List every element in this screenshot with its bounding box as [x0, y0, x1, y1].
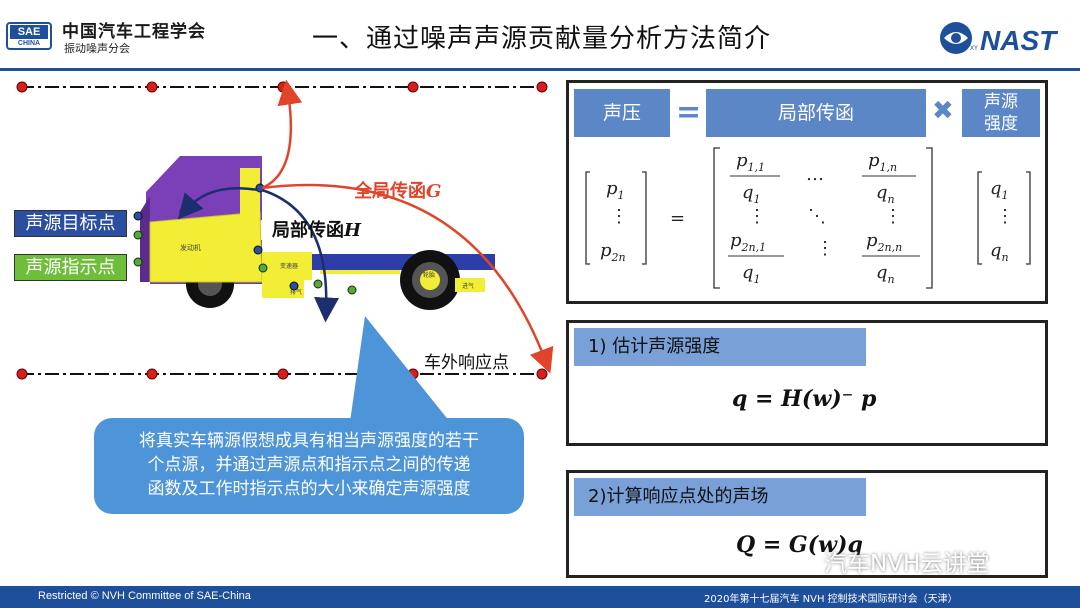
mic-point — [407, 81, 419, 93]
page-title: 一、通过噪声声源贡献量分析方法简介 — [312, 24, 772, 54]
target-point — [253, 245, 263, 255]
step2-formula: Q = G(w)q — [736, 532, 863, 558]
target-point-label: 声源目标点 — [14, 210, 127, 237]
indicator-point — [313, 279, 323, 289]
local-transfer-arrow-2 — [261, 188, 339, 323]
vector-q-top: q1 — [990, 178, 1009, 202]
truck-illustration: 轮胎 发动机 变速器 排气 进气 — [140, 156, 495, 310]
transmission — [262, 252, 312, 280]
org-name: 中国汽车工程学会 — [62, 22, 206, 42]
footer-copyright: Restricted © NVH Committee of SAE-China — [38, 590, 251, 602]
logo-bottom-text: CHINA — [17, 40, 41, 47]
vector-p-top: p1 — [606, 178, 625, 202]
source-strength-label: 声源 强度 — [962, 89, 1040, 137]
vector-p-bottom: p2n — [600, 240, 626, 264]
watermark: 汽车NVH云讲堂 — [824, 551, 990, 577]
intake — [455, 278, 485, 292]
indicator-point — [258, 263, 268, 273]
matrix-entry: p2n,1 q1 — [728, 230, 784, 286]
svg-text:p1,n: p1,n — [868, 150, 897, 174]
matrix-vdots-right: ⋮ — [884, 206, 902, 227]
nast-logo-text: NAST — [980, 25, 1059, 56]
matrix-entry: p1,1 q1 — [730, 150, 780, 206]
intake-label: 进气 — [462, 282, 474, 290]
target-point — [289, 281, 299, 291]
callout-pointer — [350, 316, 450, 422]
nast-logo: XY NAST — [940, 22, 1059, 56]
mic-point — [146, 81, 158, 93]
mic-point — [536, 81, 548, 93]
mic-point — [16, 368, 28, 380]
local-transfer-label: 局部传函H — [272, 220, 362, 241]
matrix-equals: = — [670, 208, 685, 229]
target-point — [133, 211, 143, 221]
step1-label: 1) 估计声源强度 — [574, 328, 866, 366]
logo-top-text: SAE — [10, 25, 48, 39]
mic-point — [277, 368, 289, 380]
local-transfer-arrow-1 — [177, 186, 259, 220]
svg-text:p2n,1: p2n,1 — [730, 230, 766, 254]
vehicle-diagram: 轮胎 发动机 变速器 排气 进气 — [16, 79, 554, 422]
exterior-response-label: 车外响应点 — [424, 353, 509, 373]
sae-china-logo: SAE CHINA — [6, 22, 52, 50]
vector-q-bottom: qn — [990, 240, 1009, 264]
global-transfer-arrow-down — [261, 183, 554, 374]
matrix-hdots: … — [806, 164, 824, 185]
vector-p-dots: ⋮ — [610, 206, 628, 227]
svg-text:p1,1: p1,1 — [736, 150, 765, 174]
footer-bar — [0, 586, 1080, 608]
callout-line: 函数及工作时指示点的大小来确定声源强度 — [147, 479, 471, 499]
svg-text:p2n,n: p2n,n — [866, 230, 902, 254]
global-transfer-label: 全局传函G — [354, 181, 442, 202]
global-transfer-arrow-up — [261, 79, 303, 190]
mic-point — [16, 81, 28, 93]
pressure-label: 声压 — [574, 89, 670, 137]
local-transfer-box: 局部传函 — [706, 89, 926, 137]
svg-text:qn: qn — [876, 262, 895, 286]
svg-text:q1: q1 — [742, 182, 761, 206]
matrix-equation: p1 ⋮ p2n = p1,1 q1 … p1,n qn ⋮ ⋱ ⋮ p2n,1… — [585, 147, 1031, 289]
indicator-point — [347, 285, 357, 295]
engine-block — [149, 211, 263, 283]
header-divider — [0, 68, 1080, 71]
vector-q-dots: ⋮ — [996, 206, 1014, 227]
callout-box: 将真实车辆源假想成具有相当声源强度的若干 个点源，并通过声源点和指示点之间的传递… — [94, 418, 524, 514]
mic-point — [536, 368, 548, 380]
matrix-entry: p2n,n qn — [862, 230, 920, 286]
matrix-vdots-bottom: ⋮ — [816, 238, 834, 259]
exhaust-label: 排气 — [290, 288, 302, 296]
matrix-vdots-left: ⋮ — [748, 206, 766, 227]
multiply-icon: ✖ — [932, 96, 954, 126]
mic-point — [146, 368, 158, 380]
mic-point — [277, 81, 289, 93]
nast-logo-mark-text: XY — [970, 45, 978, 52]
equals-icon: = — [676, 95, 702, 130]
engine-label: 发动机 — [180, 243, 201, 252]
callout-line: 个点源，并通过声源点和指示点之间的传递 — [147, 455, 471, 475]
svg-text:qn: qn — [876, 182, 895, 206]
indicator-point — [133, 230, 143, 240]
tire-label: 轮胎 — [423, 271, 435, 279]
transmission-label: 变速器 — [280, 262, 298, 270]
footer-conference: 2020年第十七届汽车 NVH 控制技术国际研讨会（天津） — [704, 594, 958, 605]
step1-formula: q = H(w)⁻ p — [732, 386, 877, 412]
indicator-point — [133, 257, 143, 267]
indicator-points — [133, 230, 357, 295]
step2-label: 2)计算响应点处的声场 — [574, 478, 866, 516]
indicator-point-label: 声源指示点 — [14, 254, 127, 281]
org-subtitle: 振动噪声分会 — [64, 42, 130, 55]
callout-line: 将真实车辆源假想成具有相当声源强度的若干 — [139, 431, 479, 451]
matrix-entry: p1,n qn — [862, 150, 916, 206]
matrix-ddots: ⋱ — [808, 206, 826, 227]
callout-text: 将真实车辆源假想成具有相当声源强度的若干 个点源，并通过声源点和指示点之间的传递… — [94, 418, 524, 501]
svg-text:q1: q1 — [742, 262, 761, 286]
